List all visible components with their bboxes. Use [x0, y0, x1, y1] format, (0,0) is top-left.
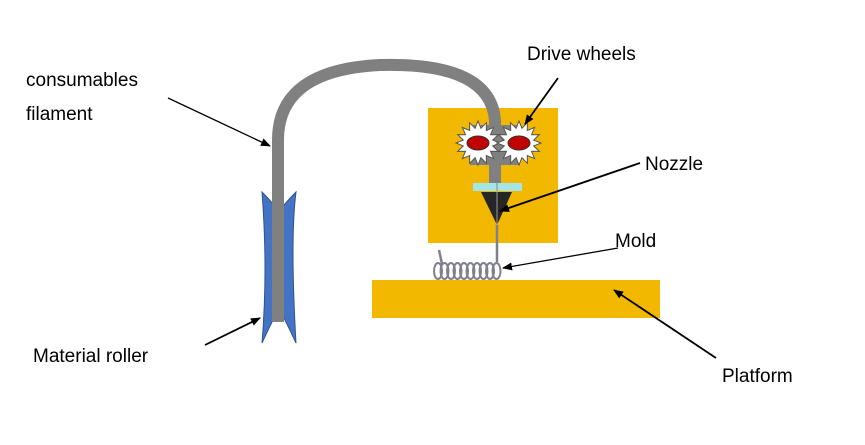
arrow-filament	[167, 97, 271, 147]
mold-coil	[433, 262, 502, 280]
label-material-roller: Material roller	[33, 346, 149, 367]
arrow-nozzle	[499, 162, 641, 212]
coil-loop	[446, 262, 456, 280]
arrow-mold	[502, 247, 619, 271]
label-filament: filament	[26, 104, 93, 125]
coil-loop	[491, 262, 502, 280]
label-mold: Mold	[615, 231, 656, 252]
coil-loop	[459, 262, 469, 280]
arrow-platform	[613, 289, 717, 359]
coil-loop	[439, 262, 450, 280]
label-nozzle: Nozzle	[645, 154, 703, 175]
arrow-material-roller	[204, 317, 261, 346]
coil-loop	[478, 262, 489, 280]
coil-loop	[433, 262, 443, 280]
label-platform: Platform	[722, 366, 793, 387]
wheel-center-icon	[507, 135, 531, 151]
wheel-center-icon	[466, 135, 490, 151]
arrow-drive-wheels	[524, 77, 559, 125]
drive-wheel-left	[454, 119, 502, 167]
coil-loop	[465, 262, 476, 280]
filament	[272, 58, 501, 322]
build-platform	[372, 280, 660, 318]
label-consumables: consumables	[26, 70, 138, 91]
coil-loop	[485, 262, 495, 280]
coil-loop	[452, 262, 463, 280]
coil-loop	[472, 262, 482, 280]
label-drive-wheels: Drive wheels	[527, 44, 636, 65]
drive-wheel-right	[495, 119, 543, 167]
